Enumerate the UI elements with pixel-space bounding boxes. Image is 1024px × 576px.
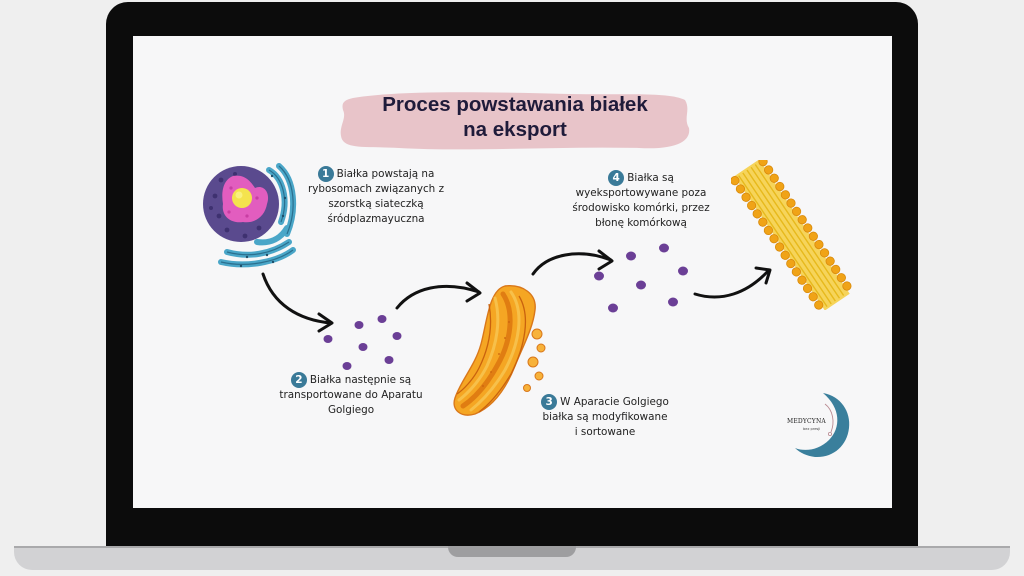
protein-vesicles-group-2 xyxy=(594,243,688,313)
step-4-line-2: wyeksportowywane poza xyxy=(575,187,707,199)
step-2-line-1: Białka następnie są xyxy=(309,374,412,386)
title-line-2: na eksport xyxy=(463,118,567,141)
step-3-line-1: W Aparacie Golgiego xyxy=(560,396,669,408)
protein-dot xyxy=(636,280,646,290)
step-2-line-3: Golgiego xyxy=(327,404,375,416)
protein-dot xyxy=(384,356,394,364)
step-4-number-badge: 4 xyxy=(608,170,625,186)
protein-dot xyxy=(323,335,333,343)
step-1-line-2: rybosomach związanych z xyxy=(307,183,445,195)
protein-dot xyxy=(608,303,618,313)
golgi-apparatus-illustration xyxy=(453,285,546,416)
laptop-notch xyxy=(448,546,576,557)
protein-vesicles-group-1 xyxy=(323,315,402,370)
medycyna-logo: MEDYCYNA bez presji xyxy=(787,393,850,458)
protein-dot xyxy=(392,332,402,340)
arrow-nucleus-to-vesicles xyxy=(261,272,333,325)
step-2-number-badge: 2 xyxy=(290,372,307,388)
cell-nucleus-illustration xyxy=(203,163,297,268)
protein-dot xyxy=(377,315,387,323)
protein-dot xyxy=(358,343,368,351)
protein-dot xyxy=(668,297,678,307)
title-line-1: Proces powstawania białek xyxy=(382,93,648,116)
logo-tagline: bez presji xyxy=(803,427,820,431)
protein-dot xyxy=(594,271,604,281)
slide-title: Proces powstawania białek na eksport xyxy=(333,92,697,142)
flow-graphics xyxy=(261,243,772,370)
protein-dot xyxy=(659,243,669,253)
logo-name: MEDYCYNA xyxy=(787,418,826,425)
step-1-number-badge: 1 xyxy=(317,166,334,182)
slide: Proces powstawania białek na eksport xyxy=(133,36,892,508)
protein-dot xyxy=(354,321,364,329)
protein-dot xyxy=(342,362,352,370)
protein-dot xyxy=(678,266,688,276)
protein-dot xyxy=(626,251,636,261)
cell-membrane-illustration xyxy=(731,160,852,310)
step-2-line-2: transportowane do Aparatu xyxy=(279,389,423,401)
arrow-golgi-to-export xyxy=(531,252,613,276)
title-highlight xyxy=(340,92,690,150)
step-4-line-1: Białka są xyxy=(627,172,674,184)
arrow-export-to-membrane xyxy=(693,268,771,299)
arrow-vesicles-to-golgi xyxy=(395,284,481,310)
step-3-line-2: białka są modyfikowane xyxy=(542,411,668,423)
step-1-line-1: Białka powstają na xyxy=(336,168,435,180)
step-1-line-4: śródplazmayuczna xyxy=(327,213,425,225)
step-3-line-3: i sortowane xyxy=(574,426,636,438)
step-4-line-4: błonę komórkową xyxy=(595,217,687,229)
step-4-line-3: środowisko komórki, przez xyxy=(572,202,710,214)
step-1-line-3: szorstką siateczką xyxy=(328,198,424,210)
step-3-number-badge: 3 xyxy=(541,394,558,410)
